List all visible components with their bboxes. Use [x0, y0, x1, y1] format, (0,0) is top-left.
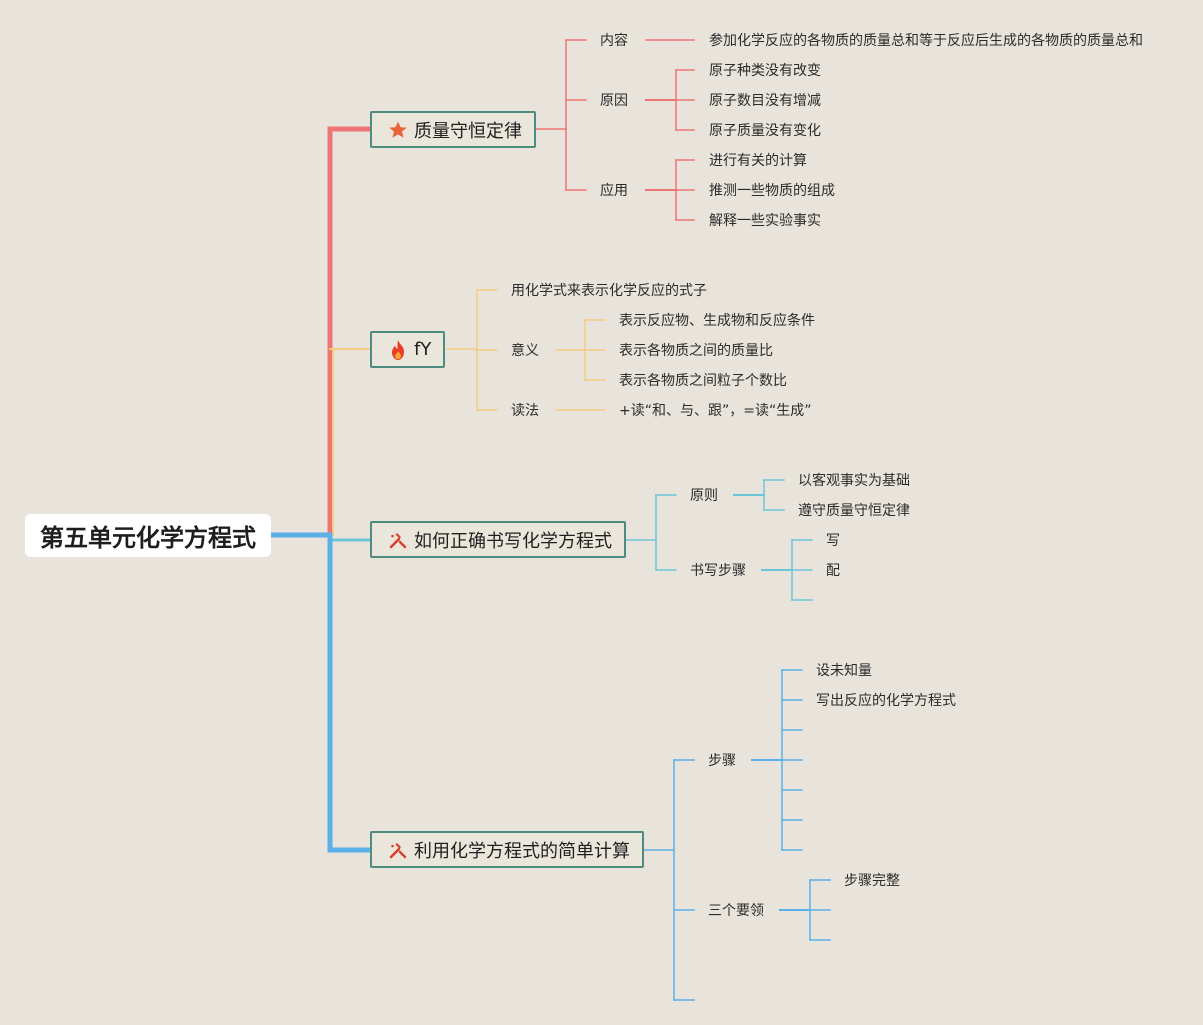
branch-simple-calculation[interactable]: 利用化学方程式的简单计算: [370, 831, 644, 868]
detail-item[interactable]: 表示反应物、生成物和反应条件: [619, 313, 815, 329]
topic-application[interactable]: 应用: [600, 183, 628, 199]
root-node[interactable]: 第五单元化学方程式: [25, 514, 271, 557]
topic-meaning[interactable]: 意义: [511, 343, 539, 359]
branch-mass-conservation[interactable]: 质量守恒定律: [370, 111, 536, 148]
fire-icon: [388, 339, 408, 360]
branch-label: fY: [414, 339, 432, 360]
detail-item[interactable]: 原子数目没有增减: [709, 93, 821, 109]
branch-label: 利用化学方程式的简单计算: [414, 840, 630, 862]
detail-item[interactable]: 原子种类没有改变: [709, 63, 821, 79]
detail-item[interactable]: 遵守质量守恒定律: [798, 503, 910, 519]
branch-label: 如何正确书写化学方程式: [414, 530, 612, 552]
detail-item[interactable]: 表示各物质之间粒子个数比: [619, 373, 787, 389]
detail-item[interactable]: 以客观事实为基础: [798, 473, 910, 489]
topic-three-essentials[interactable]: 三个要领: [708, 903, 764, 919]
topic-reading[interactable]: 读法: [511, 403, 539, 419]
detail-item[interactable]: 解释一些实验事实: [709, 213, 821, 229]
detail-item[interactable]: 原子质量没有变化: [709, 123, 821, 139]
detail-item[interactable]: 写: [826, 533, 840, 549]
root-label: 第五单元化学方程式: [40, 524, 256, 552]
topic-steps[interactable]: 步骤: [708, 753, 736, 769]
topic-definition[interactable]: 用化学式来表示化学反应的式子: [511, 283, 707, 299]
topic-content[interactable]: 内容: [600, 33, 628, 49]
detail-item[interactable]: +读“和、与、跟”，=读“生成”: [619, 403, 812, 419]
star-icon: [388, 120, 408, 140]
detail-item[interactable]: 参加化学反应的各物质的质量总和等于反应后生成的各物质的质量总和: [709, 33, 1143, 49]
detail-item[interactable]: 表示各物质之间的质量比: [619, 343, 773, 359]
detail-item[interactable]: 配: [826, 563, 840, 579]
branch-chemical-equation[interactable]: fY: [370, 331, 446, 368]
topic-reason[interactable]: 原因: [600, 93, 628, 109]
tools-icon: [388, 530, 408, 550]
topic-writing-steps[interactable]: 书写步骤: [690, 563, 746, 579]
branch-label: 质量守恒定律: [414, 120, 522, 142]
topic-principle[interactable]: 原则: [690, 488, 718, 504]
detail-item[interactable]: 进行有关的计算: [709, 153, 807, 169]
detail-item[interactable]: 步骤完整: [844, 873, 900, 889]
branch-write-equation[interactable]: 如何正确书写化学方程式: [370, 521, 626, 558]
detail-item[interactable]: 设未知量: [816, 663, 872, 679]
detail-item[interactable]: 推测一些物质的组成: [709, 183, 835, 199]
detail-item[interactable]: 写出反应的化学方程式: [816, 693, 956, 709]
tools-icon: [388, 840, 408, 860]
